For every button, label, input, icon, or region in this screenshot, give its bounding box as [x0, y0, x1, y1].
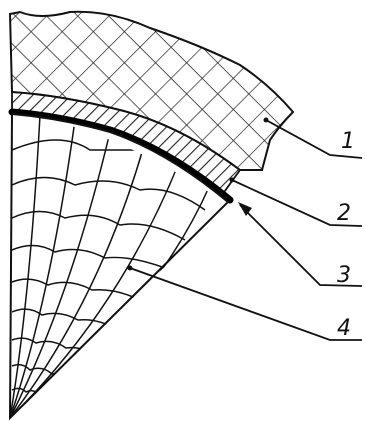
leader-dot-2 [230, 178, 235, 183]
leader-dot-4 [128, 266, 133, 271]
label-4: 4 [337, 316, 351, 341]
leader-dot-1 [264, 118, 269, 123]
label-3: 3 [337, 263, 351, 288]
label-1: 1 [341, 129, 355, 154]
leader-line-4 [130, 268, 362, 340]
label-2: 2 [337, 201, 351, 226]
